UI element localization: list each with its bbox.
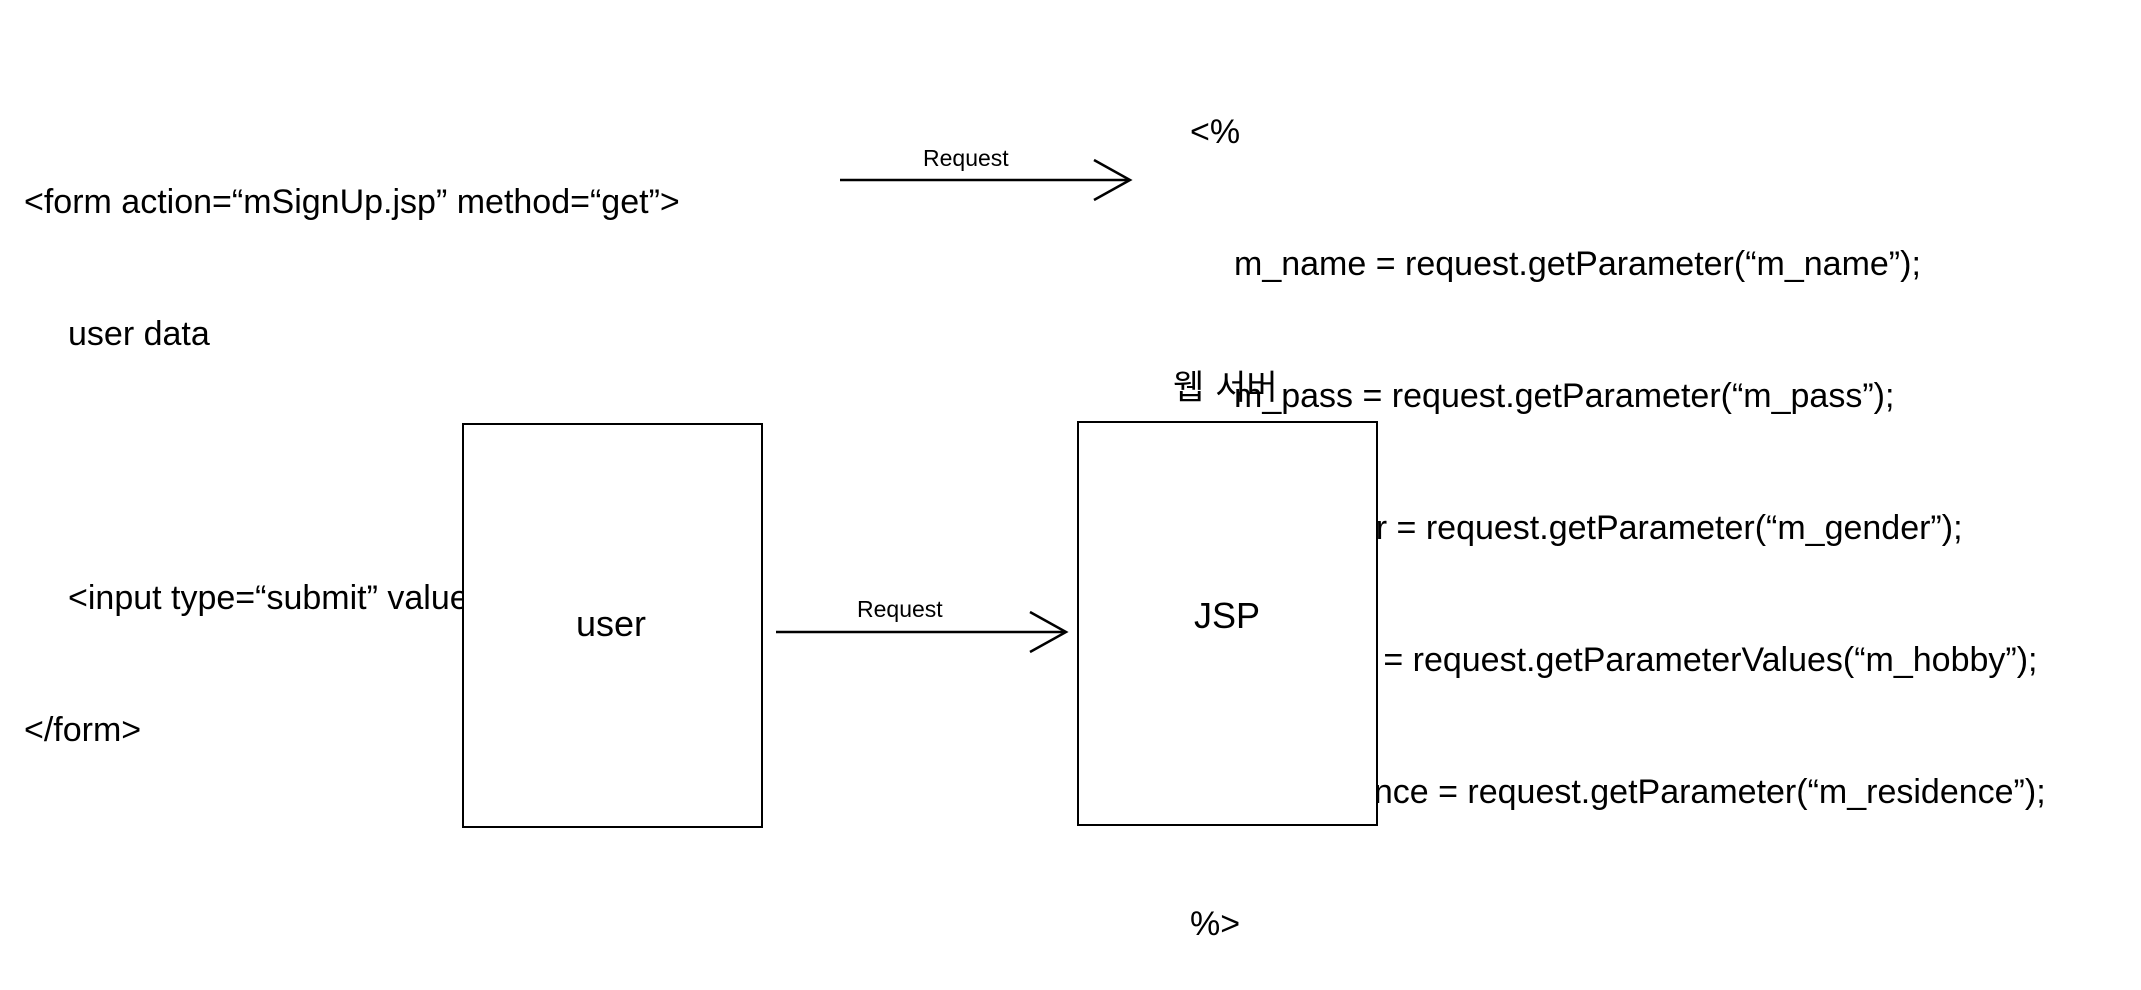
top-request-arrow [840, 158, 1133, 202]
jsp-box [1077, 421, 1378, 826]
middle-request-arrow [776, 610, 1069, 654]
middle-request-label: Request [857, 596, 943, 622]
jsp-m-name-line: m_name = request.getParameter(“m_name”); [1234, 245, 1921, 283]
form-user-data-line: user data [68, 315, 210, 353]
user-box [462, 423, 763, 828]
jsp-label: JSP [1194, 595, 1261, 636]
jsp-close-tag-line: %> [1190, 905, 1241, 943]
web-server-label: 웹 서버 [1173, 368, 1278, 408]
jsp-open-tag-line: <% [1190, 113, 1241, 151]
user-label: user [576, 603, 647, 644]
form-close-tag-line: </form> [24, 711, 142, 749]
top-request-label: Request [923, 145, 1009, 171]
jsp-m-pass-line: m_pass = request.getParameter(“m_pass”); [1234, 377, 1895, 415]
form-open-tag-line: <form action=“mSignUp.jsp” method=“get”> [24, 183, 680, 221]
